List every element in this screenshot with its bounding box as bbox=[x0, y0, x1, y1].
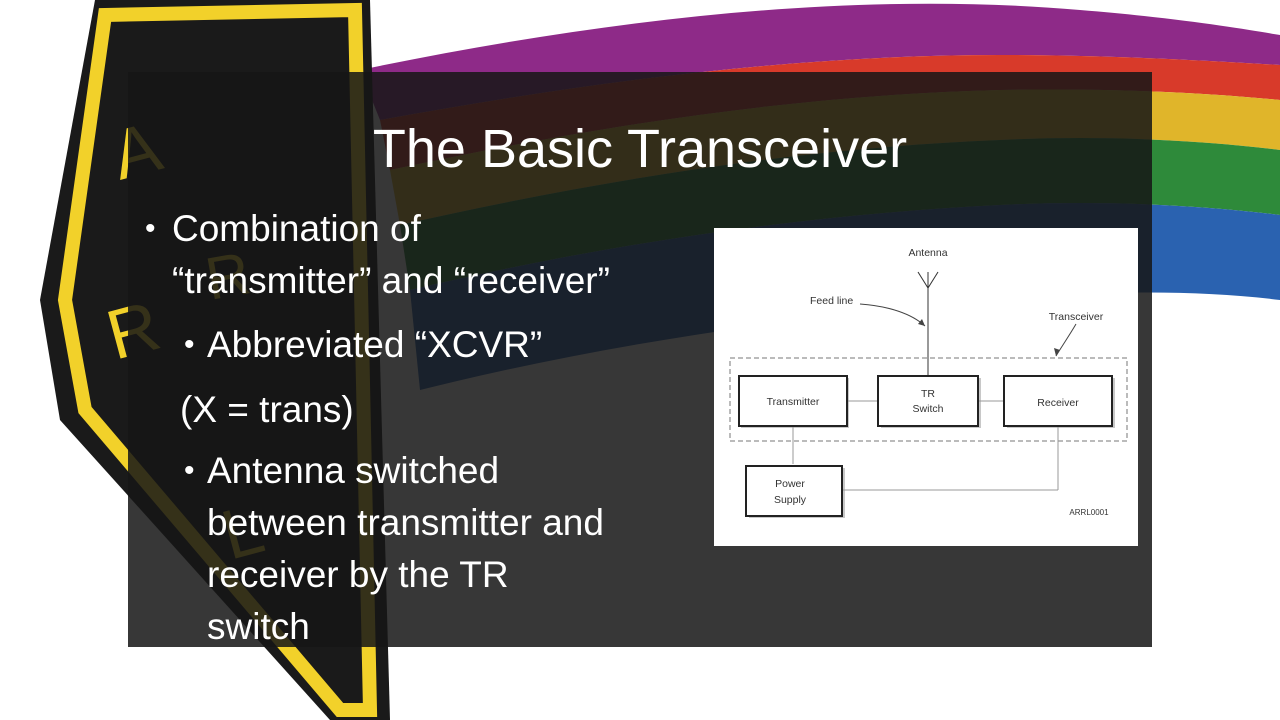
transmitter-label: Transmitter bbox=[767, 396, 820, 408]
bullet-marker-3: • bbox=[184, 454, 195, 487]
feed-line-arrow bbox=[859, 303, 926, 327]
feed-line-arrowhead bbox=[918, 319, 925, 326]
bullet-2-note: (X = trans) bbox=[180, 389, 354, 430]
feed-line-label: Feed line bbox=[810, 295, 853, 307]
receiver-block bbox=[1003, 375, 1113, 427]
transceiver-diagram: Antenna Feed line Transceiver Transmitte… bbox=[714, 228, 1138, 546]
connection-lines bbox=[792, 400, 1059, 491]
bullet-marker-2: • bbox=[184, 328, 195, 361]
bullet-1-line-2: “transmitter” and “receiver” bbox=[172, 260, 610, 301]
bullet-3-line-4: switch bbox=[207, 606, 310, 647]
antenna-icon bbox=[917, 271, 939, 376]
figure-id-label: ARRL0001 bbox=[1069, 508, 1109, 517]
power-supply-label-line-1: Power bbox=[775, 478, 805, 490]
ribbon-stripe-purple bbox=[360, 3, 1280, 120]
transceiver-arrowhead bbox=[1054, 348, 1060, 356]
receiver-label: Receiver bbox=[1037, 397, 1079, 409]
power-supply-label-line-2: Supply bbox=[774, 494, 807, 506]
bullet-marker-1: • bbox=[145, 212, 156, 245]
bullet-3-line-3: receiver by the TR bbox=[207, 554, 509, 595]
tr-switch-block bbox=[877, 375, 979, 427]
transceiver-label: Transceiver bbox=[1049, 311, 1104, 323]
tr-switch-label-line-1: TR bbox=[921, 388, 935, 400]
bullet-2-text: Abbreviated “XCVR” bbox=[207, 324, 543, 365]
logo-diamond-ring bbox=[57, 2, 378, 717]
bullet-1-line-1: Combination of bbox=[172, 208, 421, 249]
antenna-label: Antenna bbox=[908, 247, 947, 259]
tr-switch-label-line-2: Switch bbox=[913, 403, 944, 415]
power-supply-block bbox=[745, 465, 843, 517]
bullet-3-line-2: between transmitter and bbox=[207, 502, 604, 543]
slide-title: The Basic Transceiver bbox=[372, 119, 908, 179]
transmitter-block bbox=[738, 375, 848, 427]
bullet-3-line-1: Antenna switched bbox=[207, 450, 500, 491]
